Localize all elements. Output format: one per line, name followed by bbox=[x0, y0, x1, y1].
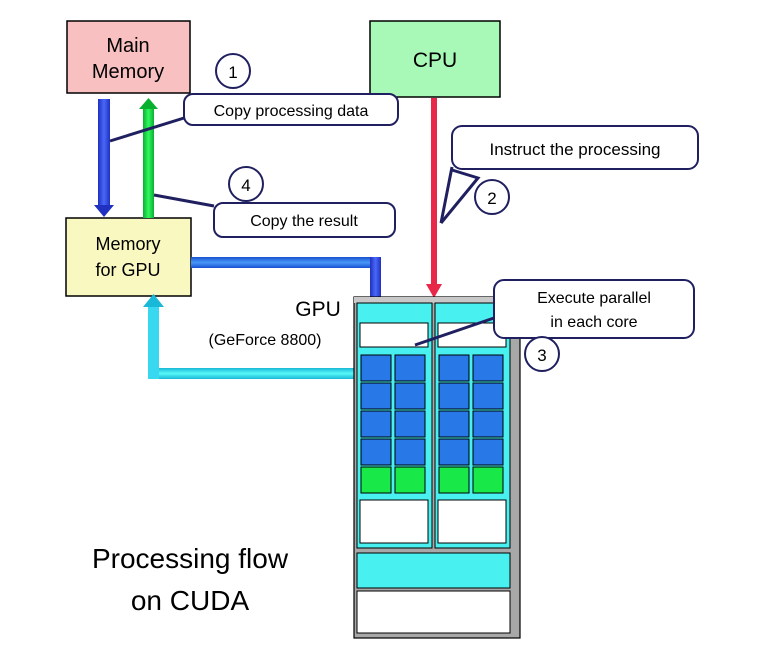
gpu-label: GPU bbox=[295, 298, 341, 321]
step-1-callout: Copy processing data 1 bbox=[109, 53, 399, 143]
cpu-label: CPU bbox=[413, 49, 457, 72]
step-1-number: 1 bbox=[228, 63, 237, 82]
gpu-core bbox=[472, 354, 504, 382]
step-1-text: Copy processing data bbox=[214, 103, 369, 120]
gpu-bottom-section bbox=[356, 552, 511, 634]
gpu-core bbox=[360, 438, 392, 466]
cores-to-gpu-memory-arrow bbox=[143, 294, 360, 379]
gpu-core bbox=[472, 410, 504, 438]
title-line1: Processing flow bbox=[92, 543, 289, 574]
copy-to-gpu-arrow bbox=[94, 99, 114, 217]
gpu-core bbox=[394, 410, 426, 438]
gpu-core bbox=[394, 382, 426, 410]
main-memory-label-line1: Main bbox=[106, 35, 149, 57]
step-4-callout: Copy the result 4 bbox=[153, 166, 396, 238]
gpu-core bbox=[360, 410, 392, 438]
step-1-badge bbox=[215, 53, 251, 89]
special-unit bbox=[438, 466, 470, 494]
step-2-number: 2 bbox=[487, 189, 496, 208]
main-memory-label-line2: Memory bbox=[92, 61, 164, 83]
gpu-core bbox=[438, 382, 470, 410]
gpu-core bbox=[394, 354, 426, 382]
step-3-badge bbox=[524, 336, 560, 372]
gpu-core bbox=[360, 354, 392, 382]
step-3-text-line1: Execute parallel bbox=[537, 290, 651, 307]
gpu-core bbox=[438, 438, 470, 466]
diagram-title: Processing flow on CUDA bbox=[92, 543, 289, 616]
gpu-core bbox=[472, 438, 504, 466]
special-unit bbox=[394, 466, 426, 494]
step-3-number: 3 bbox=[537, 346, 546, 365]
step-2-callout: Instruct the processing 2 bbox=[439, 125, 699, 224]
gpu-core bbox=[438, 354, 470, 382]
gpu-memory-label-line1: Memory bbox=[95, 234, 160, 254]
gpu-memory-label-line2: for GPU bbox=[95, 260, 160, 280]
special-unit bbox=[472, 466, 504, 494]
gpu-core bbox=[394, 438, 426, 466]
cpu-box: CPU bbox=[369, 20, 501, 98]
step-3-text-line2: in each core bbox=[550, 314, 637, 331]
gpu-model-label: (GeForce 8800) bbox=[209, 332, 322, 349]
step-3-callout: Execute parallel in each core 3 bbox=[414, 279, 695, 372]
copy-result-arrow bbox=[139, 98, 158, 218]
gpu-memory-box: Memory for GPU bbox=[65, 217, 192, 297]
step-2-badge bbox=[474, 179, 510, 215]
step-2-text: Instruct the processing bbox=[489, 140, 660, 159]
gpu-core bbox=[472, 382, 504, 410]
gpu-core bbox=[438, 410, 470, 438]
special-unit bbox=[360, 466, 392, 494]
title-line2: on CUDA bbox=[131, 585, 250, 616]
main-memory-box: Main Memory bbox=[66, 20, 191, 94]
step-4-number: 4 bbox=[241, 176, 250, 195]
step-4-text: Copy the result bbox=[250, 213, 358, 230]
gpu-core bbox=[360, 382, 392, 410]
instruct-arrow bbox=[426, 98, 442, 298]
step-4-badge bbox=[228, 166, 264, 202]
